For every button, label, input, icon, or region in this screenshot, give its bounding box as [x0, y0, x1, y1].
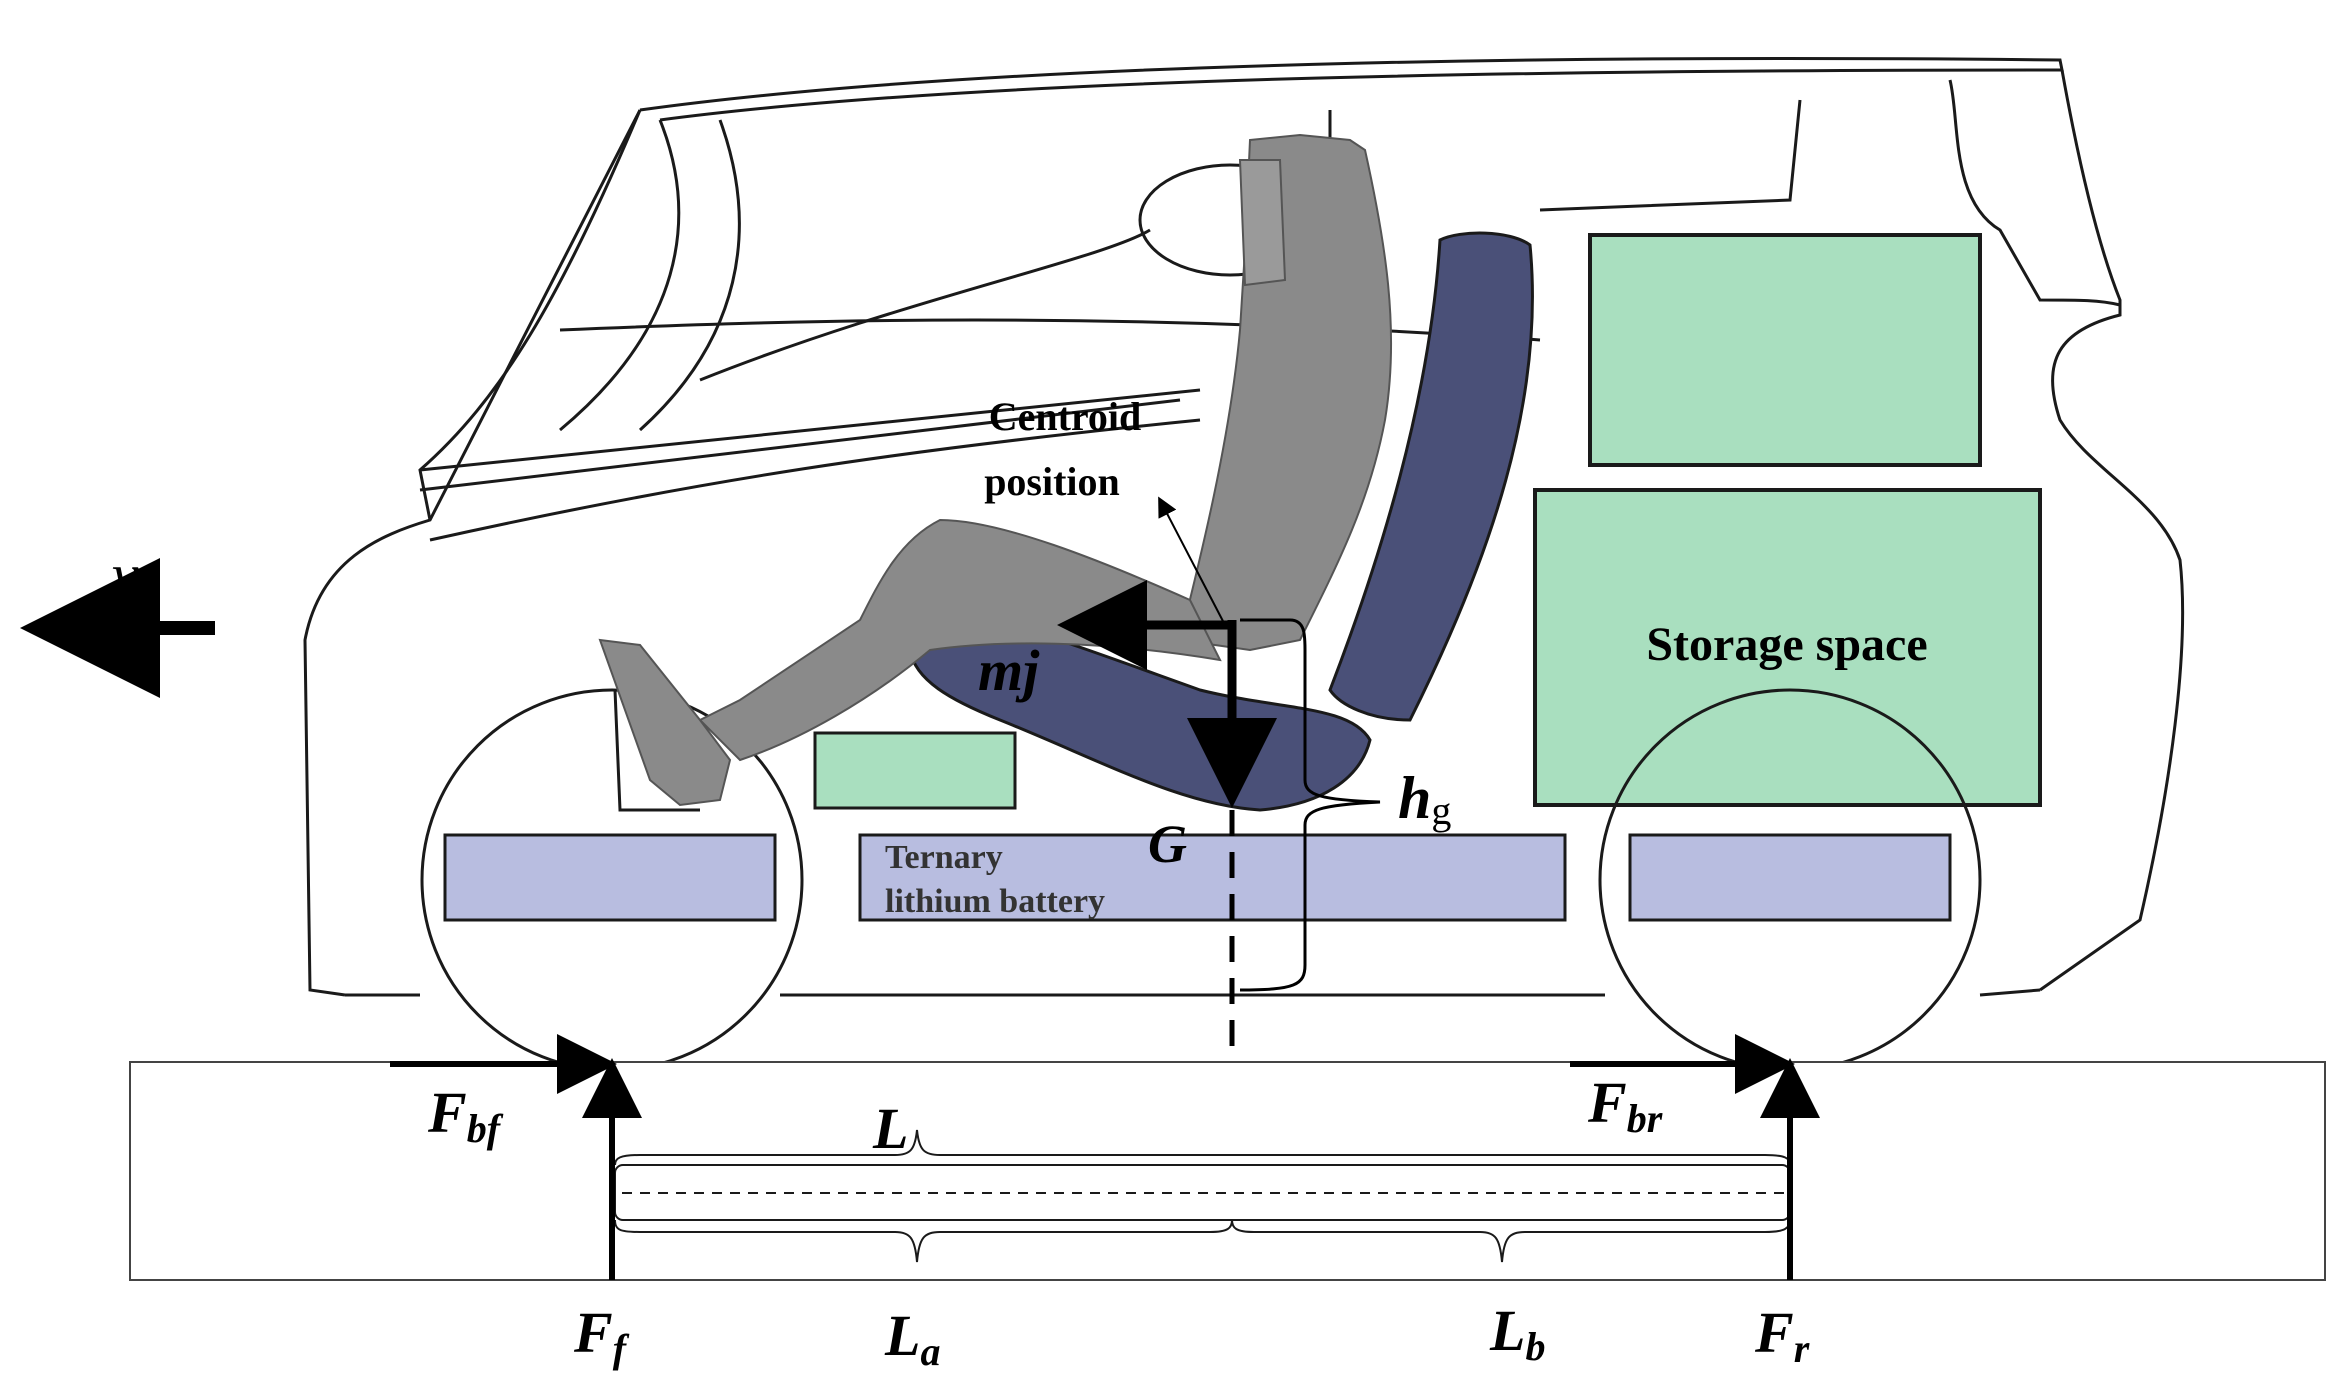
pedal-box	[613, 689, 700, 812]
front-storage-box	[813, 731, 1017, 810]
storage-box-upper	[1588, 233, 1982, 467]
storage-label: Storage space	[1646, 618, 1927, 671]
gravity-label: G	[1148, 814, 1187, 874]
rear-distance-label: Lb	[1489, 1298, 1545, 1369]
inertia-label: mj	[978, 638, 1040, 703]
battery-label-line2: lithium battery	[885, 883, 1105, 920]
seat-back	[1328, 231, 1534, 722]
front-brake-force-label: Fbf	[427, 1080, 504, 1151]
ground-panel	[129, 1061, 2326, 1281]
rear-brake-force-label: Fbr	[1587, 1070, 1663, 1141]
centroid-label-line2: position	[984, 459, 1120, 504]
battery-front	[443, 833, 777, 922]
storage-box-lower	[1533, 488, 2042, 807]
battery-label-line1: Ternary	[885, 839, 1003, 876]
battery-main	[858, 833, 1567, 922]
velocity-label: v	[112, 542, 139, 608]
centroid-label-line1: Centroid	[989, 394, 1142, 439]
front-distance-label: La	[884, 1303, 940, 1374]
height-bracket	[1239, 618, 1381, 992]
battery-rear	[1628, 833, 1952, 922]
wheelbase-brace	[614, 1129, 1791, 1166]
rear-distance-brace	[1231, 1219, 1791, 1263]
wheelbase-label: L	[872, 1096, 908, 1161]
height-label: hg	[1398, 765, 1451, 833]
front-distance-brace	[614, 1219, 1233, 1263]
rear-normal-force-label: Fr	[1754, 1300, 1810, 1371]
centroid-pointer	[1158, 496, 1226, 626]
front-normal-force-label: Ff	[573, 1300, 630, 1371]
